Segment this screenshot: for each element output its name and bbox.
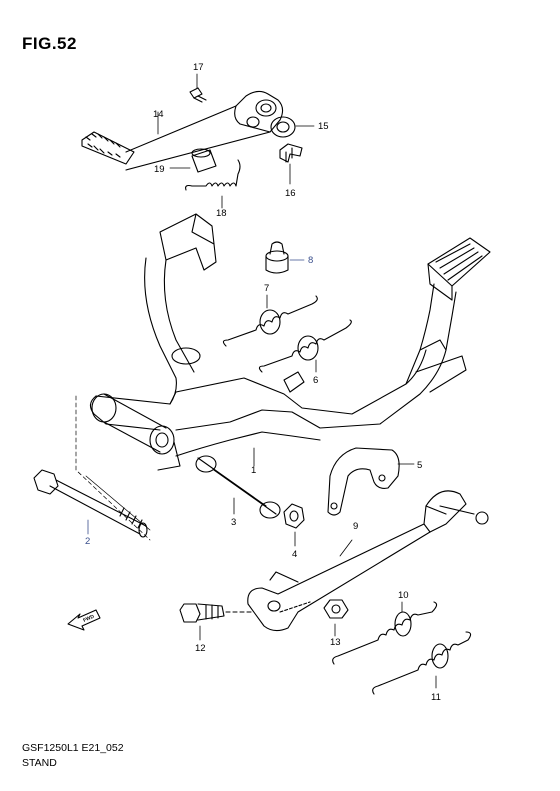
figure-title: FIG.52 [22, 34, 77, 53]
part-number-14: 14 [153, 109, 164, 120]
part-number-1: 1 [251, 465, 256, 476]
part-11-spring [372, 631, 472, 695]
part-8-stopper [265, 241, 305, 274]
part-16-clip [279, 143, 303, 185]
part-number-4: 4 [292, 549, 297, 560]
part-number-7: 7 [264, 283, 269, 294]
figure-name: STAND [22, 757, 57, 769]
part-19-collar [169, 148, 217, 173]
part-12-bolt [179, 603, 253, 641]
part-number-10: 10 [398, 590, 409, 601]
part-number-2: 2 [85, 536, 90, 547]
part-number-3: 3 [231, 517, 236, 528]
part-14-pedal-lever [81, 90, 284, 171]
part-number-16: 16 [285, 188, 296, 199]
part-1-main-stand [89, 213, 491, 471]
exploded-guide-lines [75, 395, 151, 541]
part-number-9: 9 [353, 521, 358, 532]
part-5-bracket [327, 447, 415, 516]
part-13-nut [323, 599, 349, 637]
part-number-12: 12 [195, 643, 206, 654]
part-number-17: 17 [193, 62, 204, 73]
part-number-6: 6 [313, 375, 318, 386]
part-number-5: 5 [417, 460, 422, 471]
part-number-18: 18 [216, 208, 227, 219]
part-2-bolt [33, 469, 148, 538]
fwd-label: FWD [82, 614, 95, 624]
part-number-11: 11 [431, 692, 441, 703]
part-6-spring [258, 319, 352, 373]
part-10-spring [332, 601, 438, 665]
part-7-spring [222, 294, 318, 347]
part-3-pipe [195, 455, 281, 519]
part-number-13: 13 [330, 637, 341, 648]
part-17-bolt [189, 73, 207, 103]
part-15-washer [270, 116, 315, 138]
part-number-8: 8 [308, 255, 313, 266]
figure-code: GSF1250L1 E21_052 [22, 742, 124, 754]
fwd-arrow-icon: FWD [67, 609, 101, 631]
part-number-15: 15 [318, 121, 329, 132]
part-4-nut [283, 503, 305, 547]
part-number-19: 19 [154, 164, 165, 175]
part-18-spring [185, 159, 241, 209]
part-9-side-stand [247, 490, 489, 632]
